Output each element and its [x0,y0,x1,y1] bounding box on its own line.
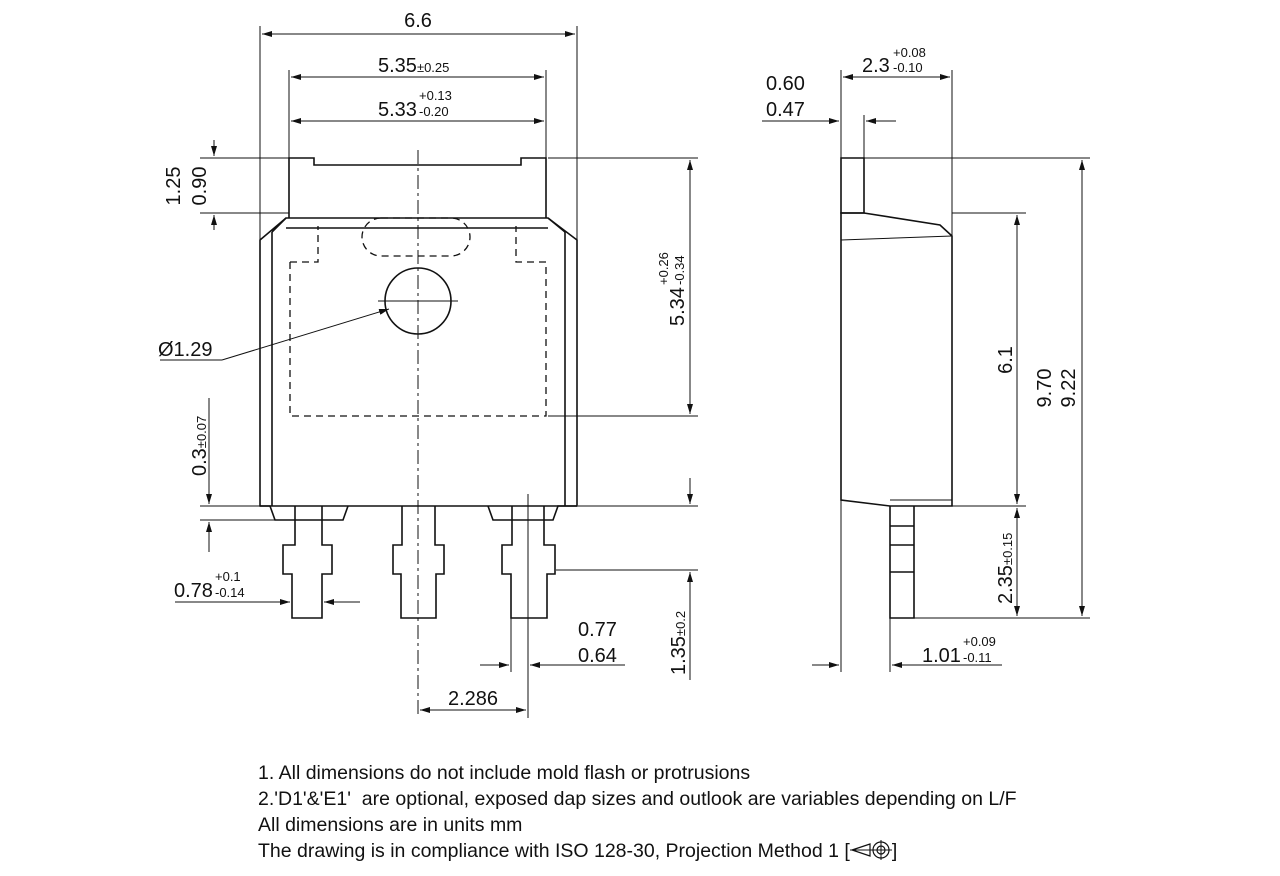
side-tab-outline [840,157,865,214]
dim-lead-tip-max: 0.77 [578,619,617,641]
side-dimensions: 2.3 +0.08 -0.10 0.60 0.47 6.1 9.70 9.22 … [762,45,1090,672]
projection-method-1-icon [849,840,892,860]
dim-pad-height-tol-minus: -0.34 [672,255,687,285]
dim-side-thickness-tol-plus: +0.08 [893,45,926,60]
dim-side-lead-length-tol: ±0.15 [1000,533,1015,565]
dim-tab-thickness-max: 0.60 [766,73,805,95]
side-body-outline [840,212,953,507]
note-projection: The drawing is in compliance with ISO 12… [258,838,1017,864]
dim-total-height-min: 9.22 [1058,369,1080,408]
dim-side-lead-offset-tol-minus: -0.11 [963,650,992,665]
dim-notch-inner: 0.90 [189,167,211,206]
dim-hole-diameter: Ø1.29 [158,339,212,361]
dim-lead-length: 1.35 [668,636,690,675]
svg-text:2.35±0.15: 2.35±0.15 [995,533,1017,604]
note-projection-close: ] [891,840,898,862]
side-view [840,157,953,619]
dim-notch-outer: 1.25 [163,167,185,206]
front-tab-outline [288,157,547,218]
dim-tab-thickness-min: 0.47 [766,99,805,121]
dim-tab-width-tol-plus: +0.13 [419,88,452,103]
dim-lead-width-tol-minus: -0.14 [215,585,245,600]
lead-3 [501,506,556,619]
dim-lead-width-tol-plus: +0.1 [215,569,241,584]
dim-body-width: 5.35 [378,55,417,77]
dim-tab-width-tol-minus: -0.20 [419,104,449,119]
dim-lead-pitch: 2.286 [448,688,498,710]
dim-body-width-tol: ±0.25 [417,60,449,75]
dim-side-body-height: 6.1 [995,346,1017,374]
svg-text:0.3±0.07: 0.3±0.07 [189,416,211,476]
lead-2 [392,506,445,619]
dim-side-lead-length: 2.35 [995,565,1017,604]
svg-text:5.35±0.25: 5.35±0.25 [378,55,449,77]
dim-side-lead-offset: 1.01 [922,645,961,667]
dim-side-thickness: 2.3 [862,55,890,77]
drawing-notes: 1. All dimensions do not include mold fl… [258,760,1017,864]
front-dimensions: 6.6 5.35±0.25 5.33 +0.13 -0.20 1.25 0.90… [158,10,698,718]
note-units: All dimensions are in units mm [258,814,523,836]
dim-lead-width: 0.78 [174,580,213,602]
svg-text:1.35±0.2: 1.35±0.2 [668,611,690,675]
dim-total-height-max: 9.70 [1034,369,1056,408]
dim-lead-tip-min: 0.64 [578,645,617,667]
note-2: 2.'D1'&'E1' are optional, exposed dap si… [258,788,1017,810]
dim-side-lead-offset-tol-plus: +0.09 [963,634,996,649]
lead-1 [282,506,333,619]
dim-overall-width: 6.6 [404,10,432,32]
dim-side-thickness-tol-minus: -0.10 [893,60,923,75]
dim-tab-width: 5.33 [378,99,417,121]
note-1: 1. All dimensions do not include mold fl… [258,762,751,784]
dim-pad-height-tol-plus: +0.26 [656,252,671,285]
front-view [259,150,578,715]
dim-standoff: 0.3 [189,448,211,476]
slot-outline [361,217,471,257]
side-lead [889,506,915,619]
note-projection-text: The drawing is in compliance with ISO 12… [258,840,850,862]
dim-pad-height: 5.34 [667,287,689,326]
dim-lead-length-tol: ±0.2 [673,611,688,636]
dim-standoff-tol: ±0.07 [194,416,209,448]
